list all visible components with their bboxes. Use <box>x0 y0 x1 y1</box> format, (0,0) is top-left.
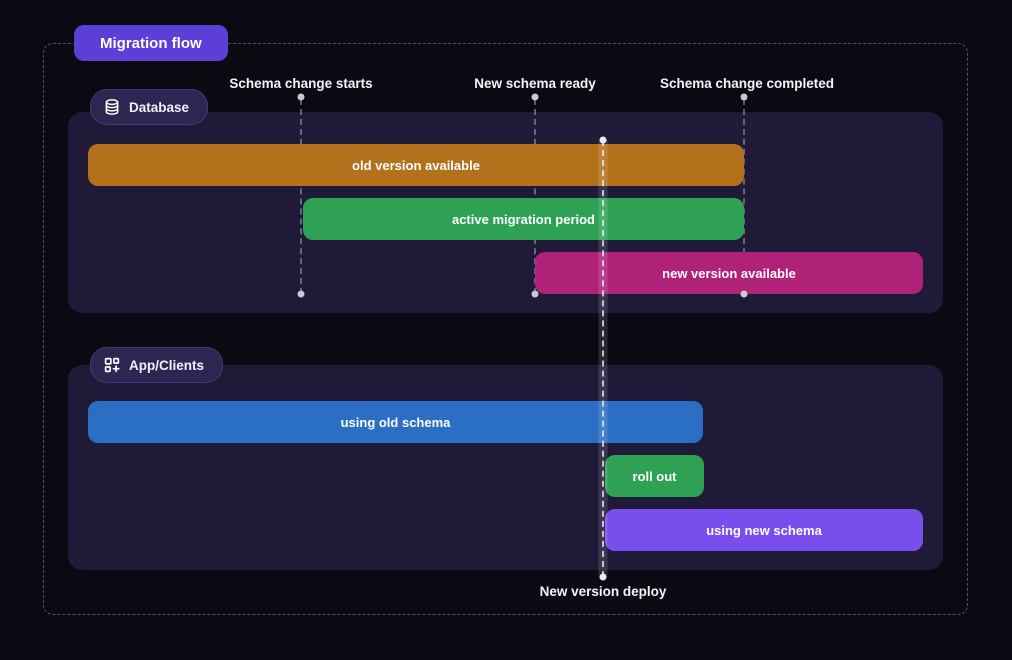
milestone-bottom-dot <box>531 290 539 298</box>
milestone-bottom-dot <box>297 290 305 298</box>
milestone-top-dot <box>297 93 305 101</box>
timeline-bar-label: old version available <box>352 157 480 173</box>
timeline-bar: using old schema <box>88 401 703 443</box>
deploy-marker-label: New version deploy <box>539 584 667 599</box>
timeline-bar: active migration period <box>303 198 744 240</box>
timeline-bar: old version available <box>88 144 744 186</box>
milestone-bottom-dot <box>740 290 748 298</box>
milestone-label: New schema ready <box>474 76 596 91</box>
timeline-bar: roll out <box>605 455 704 497</box>
deploy-marker-line <box>602 140 604 577</box>
milestone-top-dot <box>740 93 748 101</box>
timeline-bar-label: using old schema <box>340 414 451 430</box>
database-lane-pill: Database <box>90 89 209 125</box>
timeline-bar-label: new version available <box>662 265 796 281</box>
apps-plus-icon <box>103 356 121 374</box>
milestone-dashed-line <box>300 99 302 294</box>
database-icon <box>103 98 121 116</box>
milestone-label: Schema change starts <box>229 76 373 91</box>
deploy-top-dot <box>599 136 607 144</box>
database-lane-label: Database <box>129 99 190 115</box>
timeline-bar: new version available <box>535 252 923 294</box>
milestone-dashed-line <box>534 99 536 294</box>
dashed-frame <box>43 43 968 615</box>
milestone-label: Schema change completed <box>659 76 835 91</box>
app-clients-lane-pill: App/Clients <box>90 347 224 383</box>
milestone-dashed-line <box>743 99 745 294</box>
timeline-bar-label: using new schema <box>706 522 822 538</box>
diagram-title: Migration flow <box>100 34 202 52</box>
deploy-bottom-dot <box>599 573 607 581</box>
diagram-title-badge: Migration flow <box>74 25 228 61</box>
timeline-bar-label: roll out <box>632 468 677 484</box>
milestone-top-dot <box>531 93 539 101</box>
timeline-bar: using new schema <box>605 509 923 551</box>
timeline-bar-label: active migration period <box>451 211 596 227</box>
app-clients-lane-label: App/Clients <box>129 357 205 373</box>
